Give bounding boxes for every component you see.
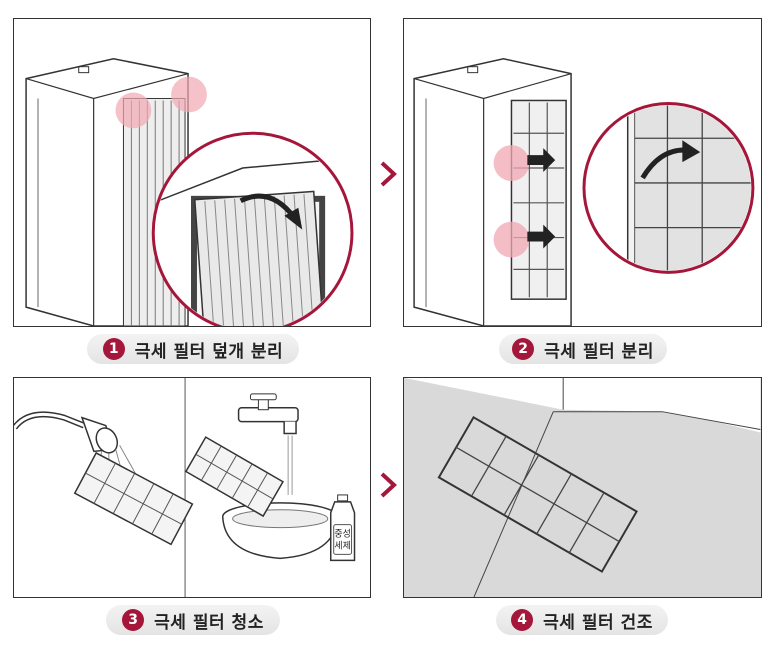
arrow-right-icon xyxy=(527,224,556,249)
shower-head-icon xyxy=(80,416,119,454)
filter-cleaning-drawing: 중성 세제 xyxy=(14,378,356,597)
detergent-bottle-icon: 중성 세제 xyxy=(329,494,356,562)
step4-caption: 4 극세 필터 건조 xyxy=(496,605,668,635)
highlight-circle xyxy=(171,76,207,113)
step3-caption: 3 극세 필터 청소 xyxy=(106,605,280,635)
step-number-badge: 3 xyxy=(122,609,145,631)
step-number-badge: 2 xyxy=(512,338,535,360)
step-number-badge: 1 xyxy=(102,338,125,360)
filter-cover-removal-drawing xyxy=(25,57,354,326)
basin-icon xyxy=(221,502,339,560)
highlight-circle xyxy=(493,221,530,258)
step-label: 극세 필터 덮개 분리 xyxy=(134,341,284,362)
step-label: 극세 필터 건조 xyxy=(543,612,653,633)
filter-removal-drawing xyxy=(413,57,755,326)
chevron-right-icon xyxy=(380,472,397,498)
detergent-label-line2: 세제 xyxy=(334,540,350,551)
chevron-right-icon xyxy=(380,161,397,187)
arrow-right-icon xyxy=(527,148,556,173)
filter-drying-drawing xyxy=(404,378,761,597)
step1-caption: 1 극세 필터 덮개 분리 xyxy=(87,334,299,364)
highlight-circle xyxy=(115,92,152,129)
step3-illustration-panel: 중성 세제 xyxy=(13,377,371,598)
step-number-badge: 4 xyxy=(511,609,534,631)
step2-illustration-panel xyxy=(403,18,762,327)
highlight-circle xyxy=(493,145,530,181)
step-label: 극세 필터 분리 xyxy=(544,341,654,362)
curved-arrow-icon xyxy=(239,193,297,220)
detergent-label-line1: 중성 xyxy=(334,529,350,540)
step-label: 극세 필터 청소 xyxy=(154,612,264,633)
faucet-icon xyxy=(237,393,299,435)
step1-illustration-panel xyxy=(13,18,371,327)
step2-caption: 2 극세 필터 분리 xyxy=(499,334,667,364)
step4-illustration-panel xyxy=(403,377,762,598)
